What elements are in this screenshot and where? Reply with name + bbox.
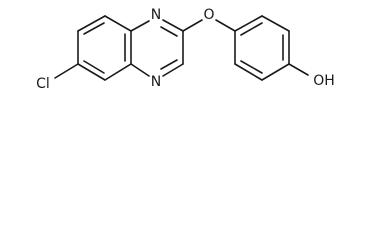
bond-n1-c2-inner xyxy=(160,26,178,37)
bond-c6-c5-inner xyxy=(83,22,105,35)
bond-c4p-oh xyxy=(288,63,309,76)
nitrogen-bottom-label: N xyxy=(151,74,161,90)
bond-c2-o xyxy=(182,19,203,32)
bond-o-c1p xyxy=(215,19,236,32)
bond-c7-cl xyxy=(54,63,79,79)
structure-diagram: Cl N N O OH xyxy=(0,0,378,98)
bond-c3-n4-inner xyxy=(160,59,178,70)
molecule-svg: Cl N N O OH xyxy=(36,7,335,92)
bond-c8-c7 xyxy=(77,63,106,81)
chlorine-label: Cl xyxy=(36,76,50,92)
bond-c1p-c2p xyxy=(234,15,263,32)
bond-c6-c5 xyxy=(77,15,106,32)
hydroxyl-label: OH xyxy=(313,73,335,89)
bond-c5p-c6p-inner xyxy=(240,60,263,74)
bond-n1-c2 xyxy=(162,19,184,32)
bond-c2p-c3p xyxy=(261,15,290,32)
bond-c8-c7-inner xyxy=(83,60,105,74)
ether-oxygen-label: O xyxy=(203,7,214,23)
nitrogen-top-label: N xyxy=(151,7,161,23)
bond-c8a-c8 xyxy=(104,63,132,81)
bond-c1p-c2p-inner xyxy=(240,22,263,36)
bond-c3-n4 xyxy=(162,63,184,77)
bond-c4p-c5p xyxy=(261,63,290,81)
bond-c5p-c6p xyxy=(234,63,263,81)
bond-n4-c8a xyxy=(130,63,150,77)
bond-c4a-n1 xyxy=(130,20,150,32)
bond-c5-c4a xyxy=(104,15,132,32)
